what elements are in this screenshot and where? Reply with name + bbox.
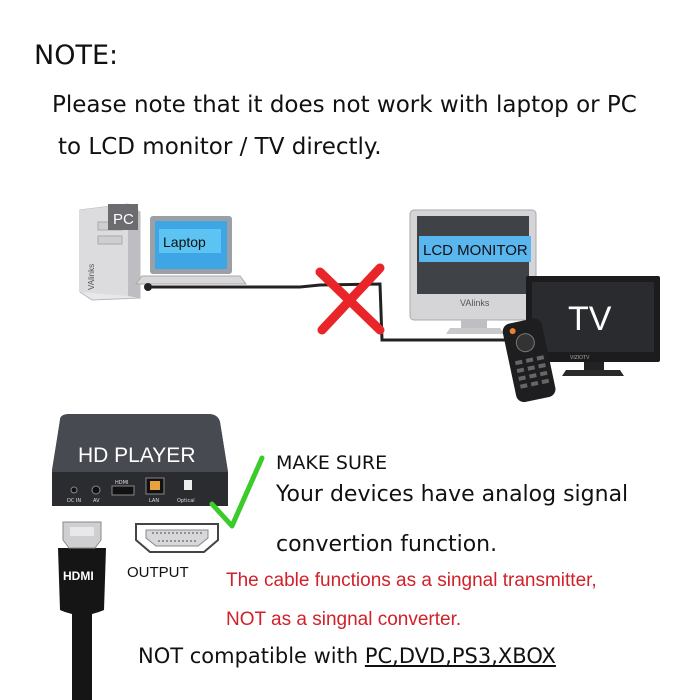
player-label: HD PLAYER	[78, 444, 195, 467]
output-label: OUTPUT	[127, 564, 189, 581]
remote-control-icon	[502, 318, 556, 403]
compatibility-note: NOT compatible with PC,DVD,PS3,XBOX	[138, 644, 556, 668]
cable-line	[148, 282, 512, 342]
monitor-label: LCD MONITOR	[423, 242, 528, 259]
laptop-label-box	[159, 229, 221, 253]
green-check-icon	[209, 455, 265, 529]
make-sure-line-2: convertion function.	[276, 532, 498, 557]
port-optical: Optical	[177, 498, 195, 504]
hdmi-cable-icon	[58, 521, 106, 700]
make-sure-heading: MAKE SURE	[276, 452, 388, 474]
port-hdmi: HDMI	[115, 480, 128, 486]
note-line-2: to LCD monitor / TV directly.	[58, 134, 382, 160]
cable-end	[144, 283, 152, 291]
hd-player-icon	[52, 414, 228, 506]
monitor-brand: VAlinks	[460, 298, 490, 308]
note-line-1: Please note that it does not work with l…	[52, 92, 637, 118]
monitor-label-box	[419, 236, 531, 262]
tv-brand: VIZIOTV	[570, 355, 590, 361]
laptop-label: Laptop	[163, 234, 206, 250]
make-sure-line-1: Your devices have analog signal	[276, 482, 629, 507]
hdmi-port-icon	[135, 523, 219, 553]
tv-icon	[526, 276, 660, 376]
port-dcin: DC IN	[67, 498, 81, 504]
tv-label: TV	[568, 300, 612, 338]
pc-label-box	[108, 204, 138, 230]
lcd-monitor-icon	[409, 209, 537, 334]
port-av: AV	[93, 498, 100, 504]
warning-line-2: NOT as a singnal converter.	[226, 609, 462, 630]
compat-items: PC,DVD,PS3,XBOX	[364, 644, 556, 668]
red-cross-icon	[315, 263, 385, 335]
pc-brand: VAlinks	[87, 264, 96, 290]
pc-label: PC	[113, 211, 134, 228]
warning-line-1: The cable functions as a singnal transmi…	[226, 570, 597, 591]
port-lan: LAN	[149, 498, 159, 504]
note-title: NOTE:	[34, 40, 119, 71]
compat-prefix: NOT compatible with	[138, 644, 365, 668]
hdmi-plug-label: HDMI	[63, 569, 94, 583]
